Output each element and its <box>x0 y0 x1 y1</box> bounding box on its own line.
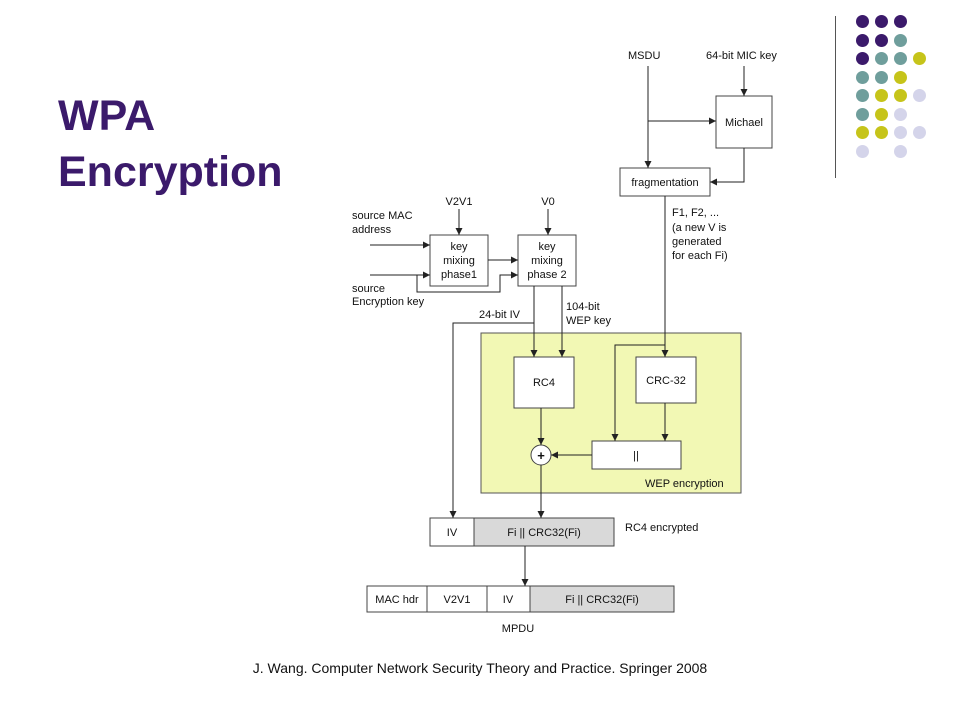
iv-label: IV <box>447 527 458 539</box>
phase2-label-1: key <box>538 241 556 253</box>
crc32-label: CRC-32 <box>646 375 686 387</box>
decorative-dot <box>894 107 907 121</box>
v0-label: V0 <box>541 196 554 208</box>
mpdu-iv-label: IV <box>503 594 514 606</box>
decorative-dot <box>875 89 888 102</box>
v2v1-field <box>426 585 488 613</box>
decorative-dot <box>856 89 869 102</box>
fragmentation-label: fragmentation <box>631 177 698 189</box>
mpdu-iv-field <box>486 585 531 613</box>
decorative-dot <box>875 126 888 139</box>
decorative-dot <box>856 144 869 158</box>
mac-hdr-field <box>366 585 428 613</box>
title-line-2: Encryption <box>58 148 283 196</box>
decorative-dot <box>856 126 869 139</box>
decorative-dot <box>894 52 907 65</box>
decorative-dot <box>913 89 926 102</box>
rc4-encrypted-label: RC4 encrypted <box>625 522 698 534</box>
decorative-dot <box>856 52 869 65</box>
xor-label: + <box>537 448 545 463</box>
decorative-dot <box>875 70 888 84</box>
rc4-label: RC4 <box>533 377 555 389</box>
decorative-dot <box>913 126 926 139</box>
mpdu-fi-crc-label: Fi || CRC32(Fi) <box>565 594 639 606</box>
slide-title: WPA Encryption <box>58 88 283 200</box>
decorative-dot <box>894 144 907 158</box>
mic-key-label: 64-bit MIC key <box>706 50 777 62</box>
decorative-dot <box>856 70 869 84</box>
decorative-dot <box>894 89 907 102</box>
fi-crc-field <box>473 517 615 547</box>
fi-note-1: F1, F2, ... <box>672 207 719 219</box>
source-key-label-2: Encryption key <box>352 296 425 308</box>
decorative-dot <box>875 52 888 65</box>
source-mac-label-2: address <box>352 224 392 236</box>
concat-box <box>591 440 682 470</box>
crc32-box <box>635 356 697 404</box>
decorative-dot <box>856 107 869 121</box>
v2v1-input-label: V2V1 <box>446 196 473 208</box>
fi-crc-label: Fi || CRC32(Fi) <box>507 527 581 539</box>
mpdu-fi-crc-field <box>529 585 675 613</box>
phase1-label-3: phase1 <box>441 269 477 281</box>
decorative-dot <box>856 33 869 47</box>
mpdu-v2v1-label: V2V1 <box>444 594 471 606</box>
wep-encryption-label: WEP encryption <box>645 478 724 490</box>
rc4-box <box>513 356 575 409</box>
source-key-label-1: source <box>352 283 385 295</box>
mac-hdr-label: MAC hdr <box>375 594 419 606</box>
concat-label: || <box>633 450 639 462</box>
phase2-label-3: phase 2 <box>527 269 566 281</box>
source-citation: J. Wang. Computer Network Security Theor… <box>252 660 708 676</box>
wep-104-label-2: WEP key <box>566 315 612 327</box>
mpdu-label: MPDU <box>502 623 534 635</box>
key-mixing-phase1-box <box>429 234 489 287</box>
fragmentation-box <box>619 167 711 197</box>
decorative-dot <box>894 15 907 28</box>
phase2-label-2: mixing <box>531 255 563 267</box>
michael-label: Michael <box>725 117 763 129</box>
fi-note-3: generated <box>672 236 722 248</box>
decorative-dot <box>894 70 907 84</box>
fi-note-2: (a new V is <box>672 222 727 234</box>
decorative-dot <box>875 33 888 47</box>
decorative-dot <box>856 15 869 28</box>
iv-24-label: 24-bit IV <box>479 309 521 321</box>
connector-lines <box>370 66 748 586</box>
decorative-dot <box>894 33 907 47</box>
decorative-dot <box>913 52 926 65</box>
decorative-dot <box>875 15 888 28</box>
title-line-1: WPA <box>58 92 156 140</box>
wep-104-label-1: 104-bit <box>566 301 600 313</box>
decorative-divider <box>835 16 836 178</box>
phase1-label-2: mixing <box>443 255 475 267</box>
michael-box <box>715 95 773 149</box>
msdu-label: MSDU <box>628 50 660 62</box>
phase1-label-1: key <box>450 241 468 253</box>
fi-note-4: for each Fi) <box>672 250 728 262</box>
source-mac-label-1: source MAC <box>352 210 413 222</box>
decorative-dot <box>894 126 907 139</box>
decorative-dot <box>875 107 888 121</box>
iv-field <box>429 517 475 547</box>
